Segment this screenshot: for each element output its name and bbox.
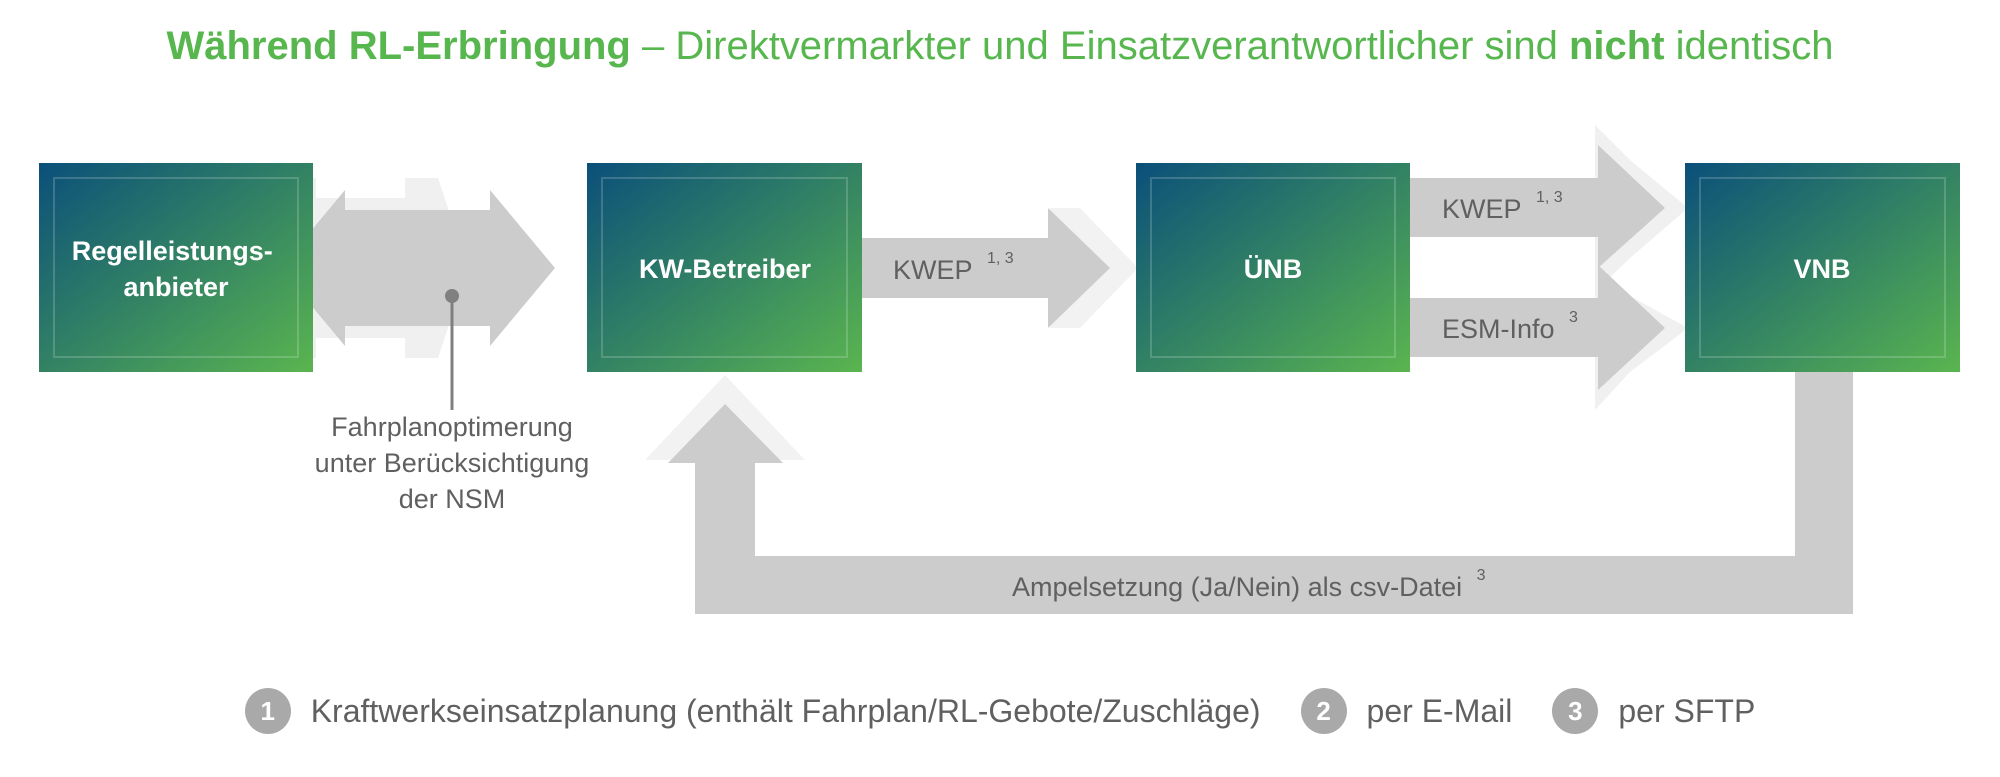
arrow-vnb-to-kw-label: Ampelsetzung (Ja/Nein) als csv-Datei 3 [1012,567,1486,602]
arrow-uenb-to-vnb-top [1410,125,1688,292]
annotation-line3: der NSM [399,484,506,514]
box-regelleistungsanbieter-line1: Regelleistungs- [72,236,273,266]
legend-number-badge: 1 [244,688,291,734]
box-regelleistungsanbieter: Regelleistungs- anbieter [39,163,313,372]
annotation-line2: unter Berücksichtigung [315,448,590,478]
legend-item-2: 2 per E-Mail [1300,688,1513,734]
arrow-uenb-to-vnb-top-label: KWEP 1, 3 [1442,189,1563,224]
page-title: Während RL-Erbringung – Direktvermarkter… [0,24,2000,69]
box-kw-betreiber: KW-Betreiber [587,163,862,372]
title-bold-not: nicht [1569,24,1665,68]
box-regelleistungsanbieter-line2: anbieter [123,272,229,302]
box-vnb-label: VNB [1793,254,1850,284]
arrow-kw-to-uenb [862,208,1138,328]
annotation-line1: Fahrplanoptimerung [331,412,573,442]
arrow-uenb-to-vnb-bottom-label: ESM-Info 3 [1442,309,1578,344]
legend-number-badge: 3 [1552,688,1599,734]
legend-text: per SFTP [1618,692,1756,729]
box-kw-betreiber-label: KW-Betreiber [639,254,811,284]
legend-text: Kraftwerkseinsatzplanung (enthält Fahrpl… [310,692,1261,729]
title-end-part: identisch [1664,24,1834,68]
legend-text: per E-Mail [1366,692,1513,729]
title-middle-part: – Direktvermarkter und Einsatzverantwort… [630,24,1569,68]
legend-number-badge: 2 [1300,688,1347,734]
box-vnb: VNB [1685,163,1960,372]
arrow-vnb-to-kw [645,372,1853,614]
box-uenb-label: ÜNB [1244,254,1303,284]
title-bold-part: Während RL-Erbringung [166,24,631,68]
box-uenb: ÜNB [1136,163,1410,372]
svg-text:Regelleistungs- anbieter: Regelleistungs- anbieter [72,236,281,302]
arrow-kw-to-uenb-label: KWEP 1, 3 [893,250,1014,285]
legend-item-3: 3 per SFTP [1552,688,1755,734]
annotation-pin [445,289,459,410]
legend: 1 Kraftwerkseinsatzplanung (enthält Fahr… [0,688,2000,734]
legend-item-1: 1 Kraftwerkseinsatzplanung (enthält Fahr… [244,688,1261,734]
arrow-uenb-to-vnb-bottom [1410,262,1688,410]
